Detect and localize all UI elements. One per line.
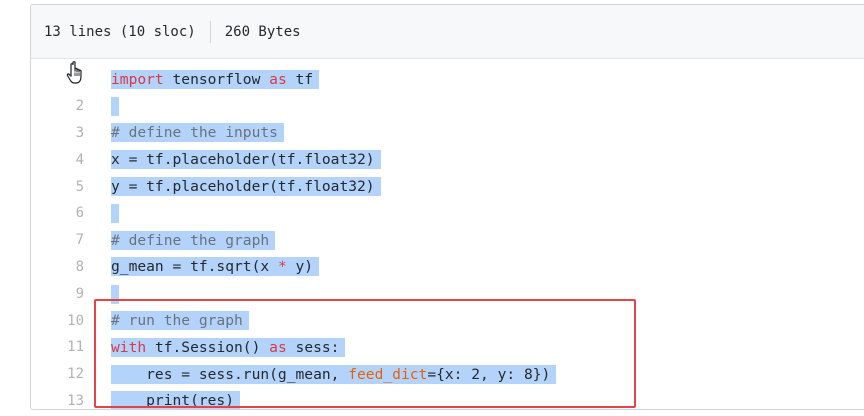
code-text-5[interactable]: y = tf.placeholder(tf.float32): [111, 176, 381, 197]
code-line-11[interactable]: 11 with tf.Session() as sess:: [31, 334, 864, 361]
comment-define-inputs: # define the inputs: [111, 124, 278, 142]
line-number-13[interactable]: 13: [67, 392, 84, 409]
file-lines-info: 13 lines (10 sloc): [44, 23, 196, 40]
file-info-header: 13 lines (10 sloc) 260 Bytes: [31, 5, 864, 59]
code-text-7[interactable]: # define the graph: [111, 230, 276, 251]
code-token: y): [286, 258, 314, 276]
hand-pointer-icon: [66, 61, 82, 84]
line-number-10[interactable]: 10: [67, 312, 84, 329]
code-text-6[interactable]: [111, 203, 119, 224]
code-token: res = sess.run(g_mean,: [111, 365, 349, 383]
code-text-11[interactable]: with tf.Session() as sess:: [111, 337, 346, 358]
keyword-as: as: [269, 70, 287, 88]
file-size-info: 260 Bytes: [224, 23, 301, 40]
empty-line-selection: [111, 204, 119, 224]
line-number-8[interactable]: 8: [75, 258, 84, 275]
code-text-3[interactable]: # define the inputs: [111, 122, 284, 143]
keyword-with: with: [111, 338, 147, 356]
keyword-as: as: [269, 338, 287, 356]
code-token: print(res): [111, 392, 235, 410]
code-token: tf: [286, 70, 314, 88]
line-number-7[interactable]: 7: [75, 232, 84, 249]
line-number-11[interactable]: 11: [67, 339, 84, 356]
code-text-9[interactable]: [111, 283, 119, 304]
argument-feed-dict: feed_dict: [348, 365, 428, 383]
comment-define-graph: # define the graph: [111, 231, 270, 249]
code-text-2[interactable]: [111, 96, 119, 117]
code-line-1[interactable]: import tensorflow as tf: [31, 66, 864, 93]
code-text-10[interactable]: # run the graph: [111, 310, 249, 331]
code-text-4[interactable]: x = tf.placeholder(tf.float32): [111, 149, 381, 170]
comment-run-graph: # run the graph: [111, 312, 243, 330]
code-text-1[interactable]: import tensorflow as tf: [111, 69, 320, 90]
line-number-6[interactable]: 6: [75, 205, 84, 222]
code-token: y = tf.placeholder(tf.float32): [111, 178, 375, 196]
code-line-12[interactable]: 12 res = sess.run(g_mean, feed_dict={x: …: [31, 361, 864, 388]
keyword-import: import: [111, 70, 164, 88]
code-line-3[interactable]: 3 # define the inputs: [31, 120, 864, 147]
code-token: x = tf.placeholder(tf.float32): [111, 151, 375, 169]
code-text-13[interactable]: print(res): [111, 390, 241, 410]
operator-multiply: *: [277, 258, 287, 276]
code-line-6[interactable]: 6: [31, 200, 864, 227]
line-number-4[interactable]: 4: [75, 151, 84, 168]
empty-line-selection: [111, 97, 119, 117]
code-token: tensorflow: [163, 70, 270, 88]
code-line-2[interactable]: 2: [31, 93, 864, 120]
code-body[interactable]: import tensorflow as tf 2 3 # define the…: [31, 66, 864, 410]
code-text-12[interactable]: res = sess.run(g_mean, feed_dict={x: 2, …: [111, 364, 557, 385]
code-line-7[interactable]: 7 # define the graph: [31, 227, 864, 254]
code-token: sess:: [286, 338, 340, 356]
code-text-8[interactable]: g_mean = tf.sqrt(x * y): [111, 256, 320, 277]
line-number-2[interactable]: 2: [75, 98, 84, 115]
line-number-3[interactable]: 3: [75, 124, 84, 141]
code-token: tf.Session(): [146, 338, 270, 356]
line-number-5[interactable]: 5: [75, 178, 84, 195]
code-line-8[interactable]: 8 g_mean = tf.sqrt(x * y): [31, 254, 864, 281]
line-number-12[interactable]: 12: [67, 366, 84, 383]
code-line-13[interactable]: 13 print(res): [31, 388, 864, 410]
file-info-divider: [209, 20, 211, 43]
code-line-5[interactable]: 5 y = tf.placeholder(tf.float32): [31, 173, 864, 200]
code-file-container: 13 lines (10 sloc) 260 Bytes import tens…: [30, 4, 864, 410]
code-line-9[interactable]: 9: [31, 280, 864, 307]
code-line-4[interactable]: 4 x = tf.placeholder(tf.float32): [31, 146, 864, 173]
code-token: g_mean = tf.sqrt(x: [111, 258, 278, 276]
line-number-9[interactable]: 9: [75, 285, 84, 302]
empty-line-selection: [111, 284, 119, 304]
code-line-10[interactable]: 10 # run the graph: [31, 307, 864, 334]
code-token: ={x: 2, y: 8}): [427, 365, 551, 383]
